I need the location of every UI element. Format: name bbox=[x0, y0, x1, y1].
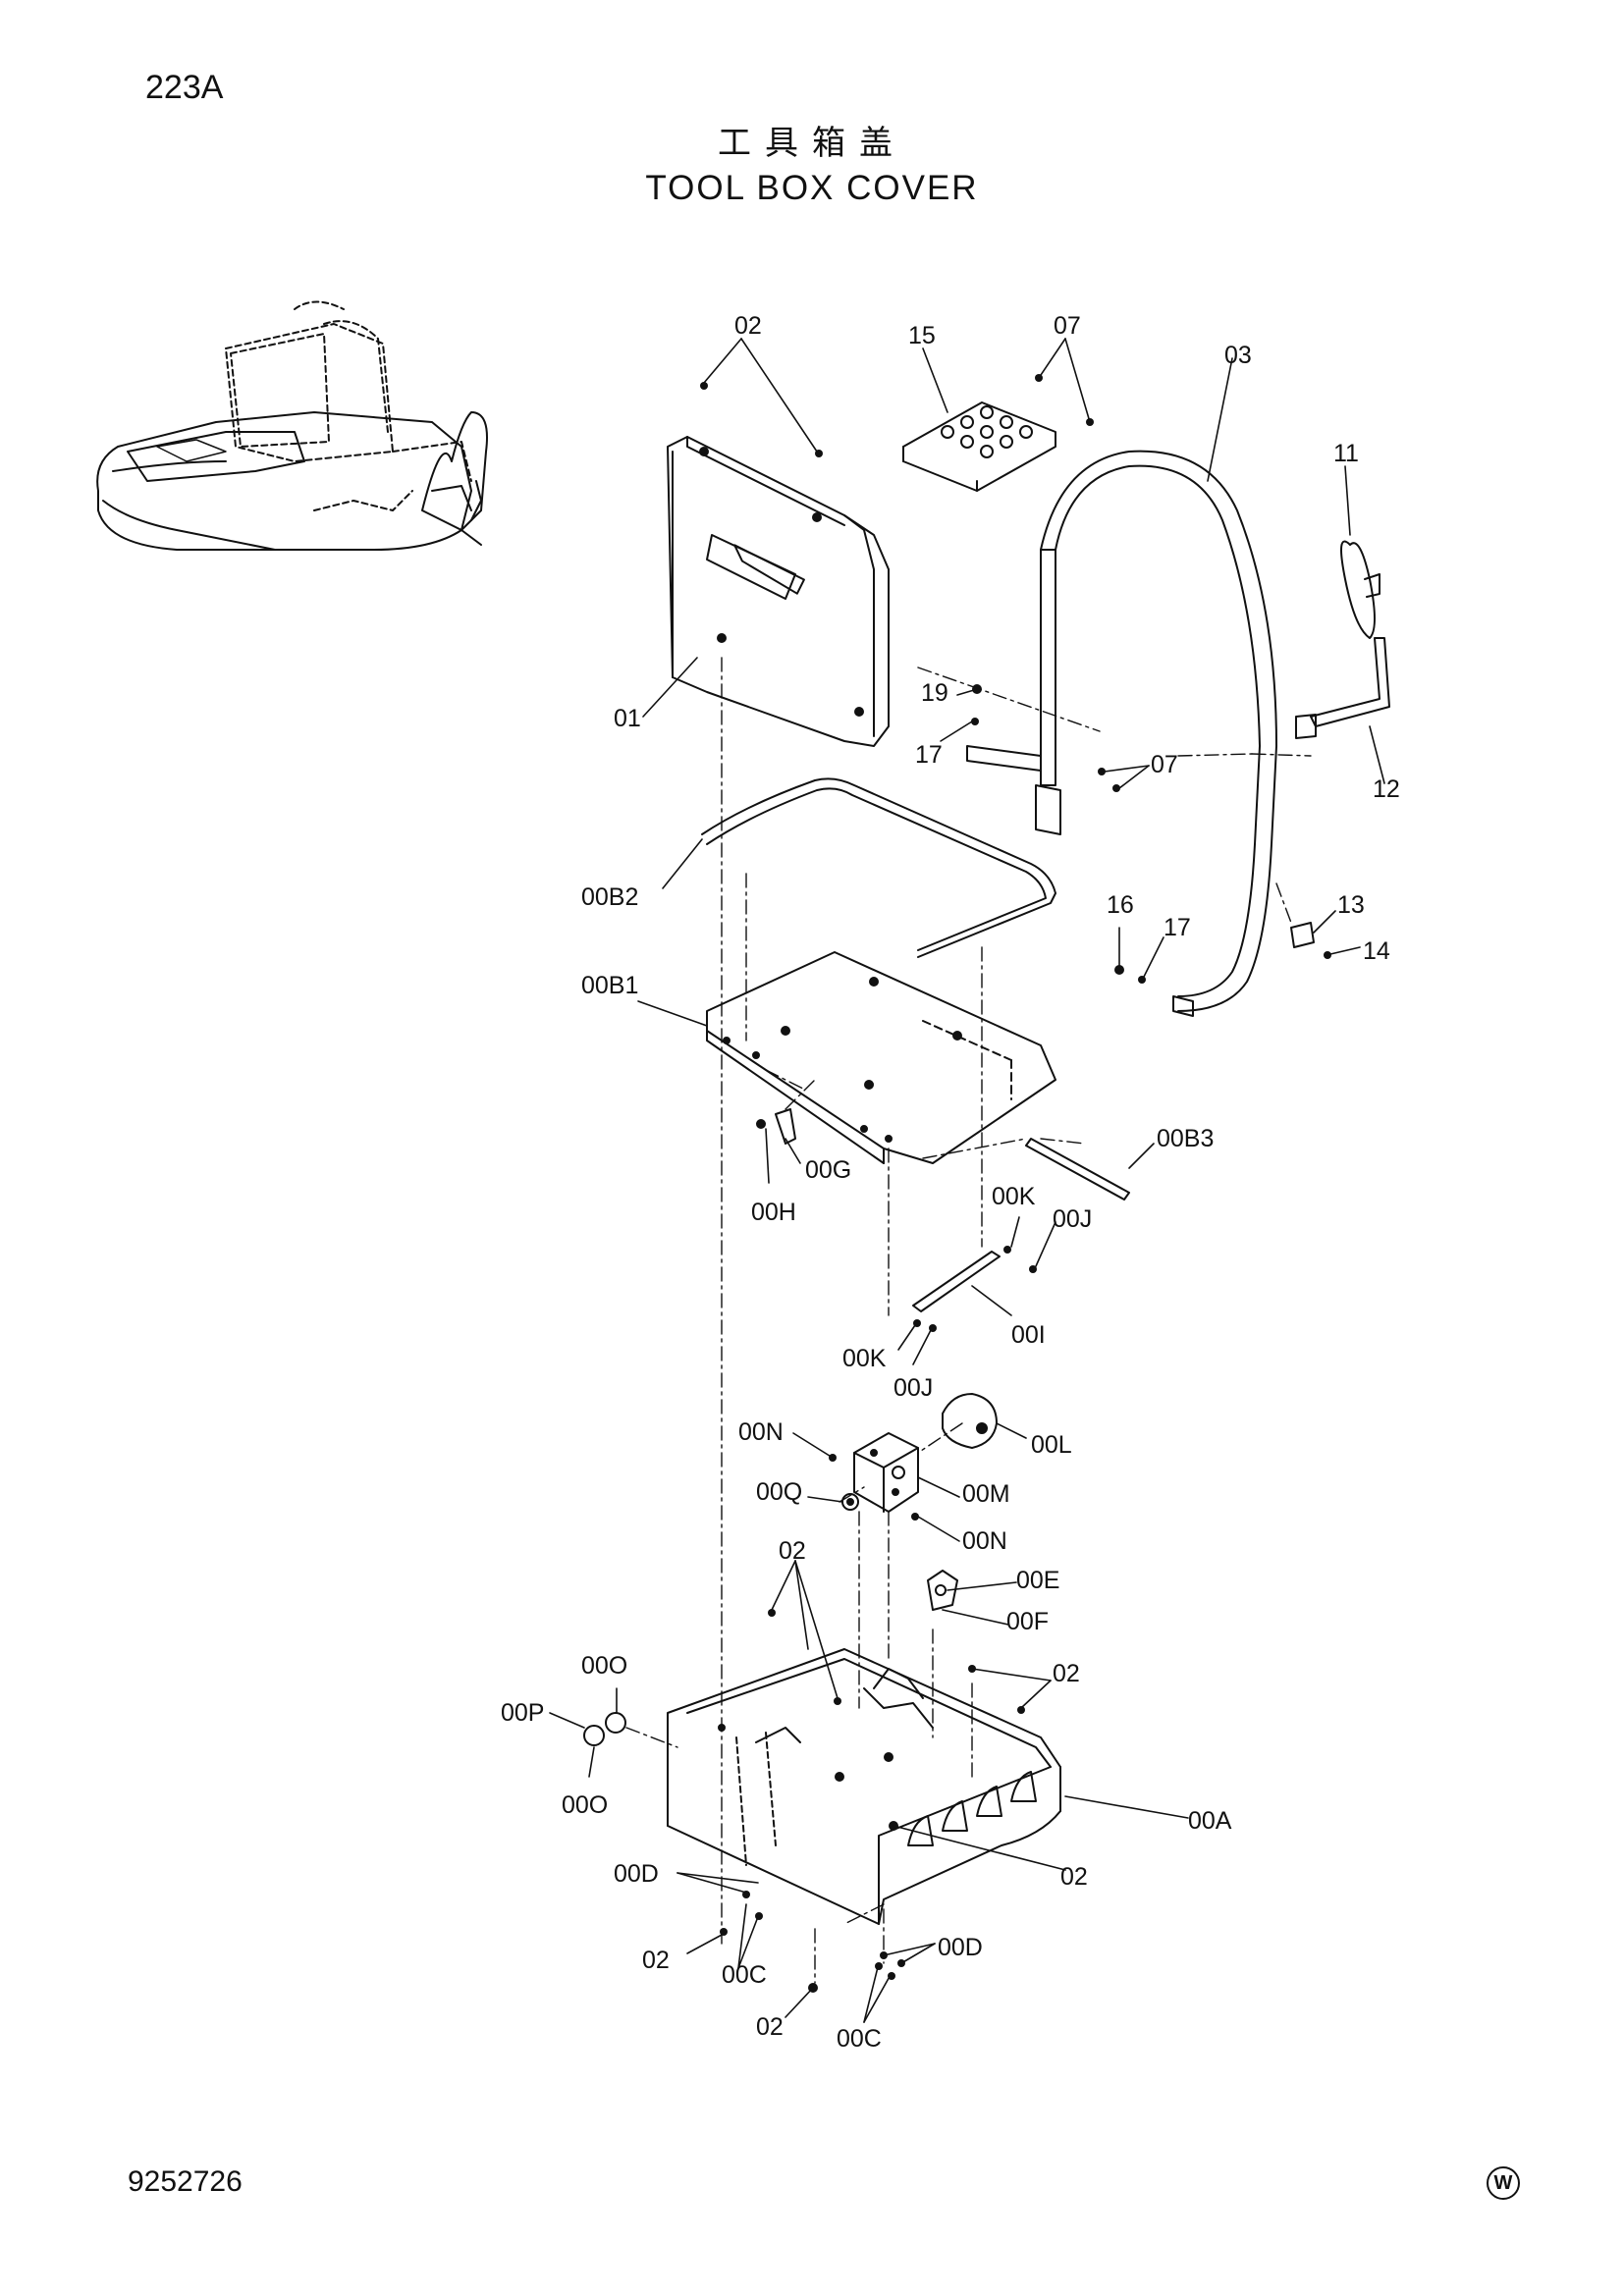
handrail-part-03 bbox=[966, 450, 1277, 1017]
callout-02: 02 bbox=[779, 1537, 806, 1565]
callout-00O: 00O bbox=[562, 1791, 608, 1819]
callout-00G: 00G bbox=[805, 1156, 851, 1184]
callout-07: 07 bbox=[1054, 312, 1081, 340]
callout-00C: 00C bbox=[837, 2025, 882, 2053]
tool-box-body-part-00A bbox=[667, 1648, 1061, 1925]
callout-17: 17 bbox=[915, 741, 943, 769]
callout-02: 02 bbox=[1060, 1863, 1088, 1891]
callout-00J: 00J bbox=[1053, 1205, 1092, 1233]
bolt-markers bbox=[700, 374, 1331, 1993]
callout-02: 02 bbox=[756, 2013, 784, 2041]
callout-00K: 00K bbox=[842, 1345, 887, 1372]
title-chinese: 工具箱盖 bbox=[718, 124, 906, 163]
callout-00B3: 00B3 bbox=[1157, 1125, 1214, 1152]
callout-00D: 00D bbox=[938, 1934, 983, 1961]
callout-00H: 00H bbox=[751, 1199, 796, 1226]
hinge-part-00E bbox=[927, 1570, 958, 1611]
callout-00N: 00N bbox=[962, 1527, 1007, 1555]
callout-07: 07 bbox=[1151, 751, 1178, 778]
callout-00B1: 00B1 bbox=[581, 972, 638, 999]
title-english: TOOL BOX COVER bbox=[645, 169, 979, 207]
assembly-lines bbox=[625, 657, 1312, 1984]
document-number: 9252726 bbox=[128, 2165, 243, 2198]
machine-overview-illustration bbox=[96, 300, 488, 551]
callout-02: 02 bbox=[734, 312, 762, 340]
callout-00P: 00P bbox=[501, 1699, 544, 1727]
callout-12: 12 bbox=[1373, 775, 1400, 803]
callout-03: 03 bbox=[1224, 342, 1252, 369]
callout-00C: 00C bbox=[722, 1961, 767, 1989]
callout-00Q: 00Q bbox=[756, 1478, 802, 1506]
tool-box-cover-part-01 bbox=[667, 436, 890, 747]
callout-00M: 00M bbox=[962, 1480, 1010, 1508]
callout-00L: 00L bbox=[1031, 1431, 1072, 1459]
callout-00A: 00A bbox=[1188, 1807, 1232, 1835]
w-mark: W bbox=[1487, 2166, 1520, 2200]
callout-00E: 00E bbox=[1016, 1567, 1059, 1594]
callout-00N: 00N bbox=[738, 1418, 784, 1446]
seal-part-00B2 bbox=[701, 777, 1056, 958]
callout-13: 13 bbox=[1337, 891, 1365, 919]
callout-02: 02 bbox=[642, 1947, 670, 1974]
callout-14: 14 bbox=[1363, 937, 1390, 965]
leader-lines bbox=[549, 338, 1385, 2023]
callout-11: 11 bbox=[1333, 440, 1359, 467]
lock-bracket-part-00M bbox=[853, 1432, 919, 1513]
tray-part-00B1 bbox=[706, 951, 1056, 1164]
callout-02: 02 bbox=[1053, 1660, 1080, 1687]
rod-part-00I bbox=[912, 1251, 1001, 1312]
callout-labels: 02 15 07 03 11 01 19 17 07 12 00B2 16 17… bbox=[501, 312, 1400, 2053]
callout-19: 19 bbox=[921, 679, 948, 707]
mirror-part-11 bbox=[1340, 540, 1380, 639]
nut-part-00Q bbox=[841, 1493, 859, 1511]
callout-00B2: 00B2 bbox=[581, 883, 638, 911]
page-number: 223A bbox=[145, 69, 224, 106]
clamp-part-13 bbox=[1290, 922, 1315, 948]
mirror-stay-part-12 bbox=[1295, 637, 1390, 739]
callout-17: 17 bbox=[1164, 914, 1191, 941]
lock-part-00L bbox=[942, 1393, 998, 1449]
callout-00F: 00F bbox=[1006, 1608, 1049, 1635]
callout-00O: 00O bbox=[581, 1652, 627, 1680]
callout-00K: 00K bbox=[992, 1183, 1036, 1210]
callout-00J: 00J bbox=[893, 1374, 933, 1402]
plate-part-15 bbox=[902, 401, 1056, 492]
latch-part-00G bbox=[756, 1108, 796, 1145]
callout-16: 16 bbox=[1107, 891, 1134, 919]
strip-part-00B3 bbox=[1025, 1138, 1130, 1201]
knob-part-00O bbox=[583, 1712, 626, 1746]
callout-00I: 00I bbox=[1011, 1321, 1046, 1349]
callout-01: 01 bbox=[614, 705, 641, 732]
callout-15: 15 bbox=[908, 322, 936, 349]
callout-00D: 00D bbox=[614, 1860, 659, 1888]
